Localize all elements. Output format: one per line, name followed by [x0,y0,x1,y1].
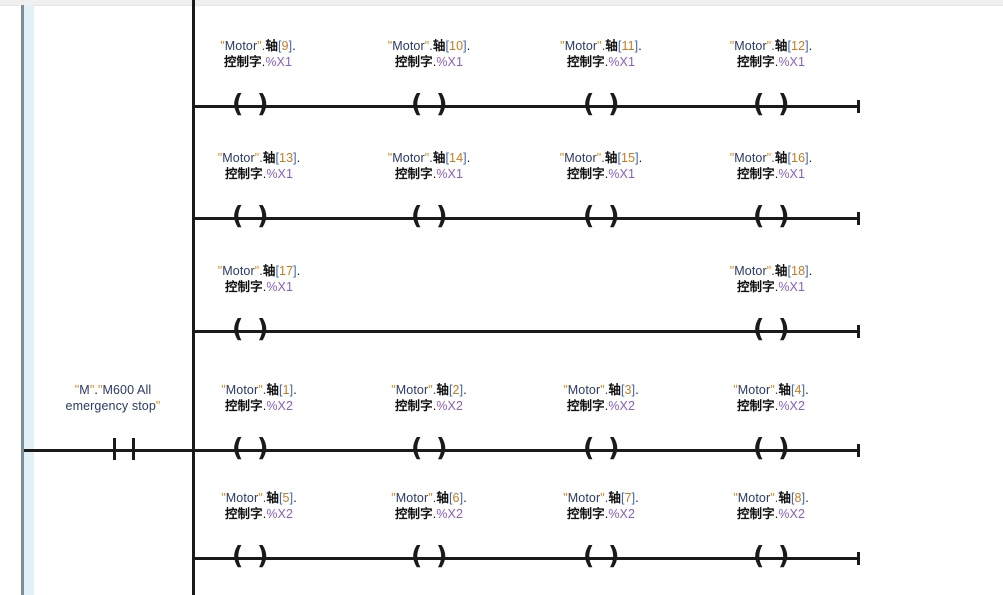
coil-motor-2[interactable]: ( ) [411,433,448,462]
branch-vertical-rail[interactable] [192,0,195,595]
coil-motor-13[interactable]: ( ) [232,201,269,230]
coil-paren-left: ( [232,89,244,118]
coil-paren-left: ( [232,314,244,343]
rung-5-wire[interactable] [192,557,860,560]
rung-4-endcap [857,444,860,457]
coil-paren-left: ( [232,433,244,462]
emergency-stop-label: "M"."M600 All emergency stop" [65,383,161,413]
coil-paren-right: ) [436,433,448,462]
coil-paren-left: ( [753,541,765,570]
coil-paren-left: ( [753,201,765,230]
coil-label-motor-5: "Motor".轴[5]. 控制字.%X2 [221,491,297,521]
rung-4-feed-wire[interactable] [24,449,194,452]
coil-label-motor-4: "Motor".轴[4]. 控制字.%X2 [733,383,809,413]
gutter-divider-line [21,5,24,595]
coil-label-motor-17: "Motor".轴[17]. 控制字.%X1 [217,264,301,294]
coil-label-motor-9: "Motor".轴[9]. 控制字.%X1 [220,39,296,69]
coil-motor-12[interactable]: ( ) [753,89,790,118]
gutter-edge [19,5,21,595]
coil-paren-right: ) [257,201,269,230]
coil-paren-left: ( [232,541,244,570]
rung-1-endcap [857,100,860,113]
coil-paren-left: ( [753,89,765,118]
coil-motor-10[interactable]: ( ) [411,89,448,118]
coil-motor-8[interactable]: ( ) [753,541,790,570]
coil-label-motor-7: "Motor".轴[7]. 控制字.%X2 [563,491,639,521]
coil-paren-right: ) [257,541,269,570]
coil-paren-right: ) [608,541,620,570]
coil-label-motor-12: "Motor".轴[12]. 控制字.%X1 [729,39,813,69]
coil-paren-right: ) [436,89,448,118]
coil-paren-left: ( [583,89,595,118]
contact-bar-right [132,438,135,460]
coil-paren-left: ( [411,433,423,462]
editor-top-strip [0,0,1003,6]
coil-paren-right: ) [436,201,448,230]
coil-motor-17[interactable]: ( ) [232,314,269,343]
emergency-stop-contact[interactable] [113,438,135,460]
rung-3-wire[interactable] [192,330,860,333]
coil-label-motor-13: "Motor".轴[13]. 控制字.%X1 [217,151,301,181]
coil-paren-left: ( [411,541,423,570]
coil-paren-left: ( [753,314,765,343]
coil-motor-3[interactable]: ( ) [583,433,620,462]
coil-motor-14[interactable]: ( ) [411,201,448,230]
coil-paren-right: ) [608,433,620,462]
coil-label-motor-16: "Motor".轴[16]. 控制字.%X1 [729,151,813,181]
coil-paren-left: ( [583,541,595,570]
contact-bar-left [113,438,116,460]
coil-label-motor-2: "Motor".轴[2]. 控制字.%X2 [391,383,467,413]
rung-3-endcap [857,325,860,338]
coil-label-motor-15: "Motor".轴[15]. 控制字.%X1 [559,151,643,181]
coil-label-motor-11: "Motor".轴[11]. 控制字.%X1 [560,39,642,69]
rung-5-endcap [857,552,860,565]
coil-paren-left: ( [232,201,244,230]
coil-paren-right: ) [778,314,790,343]
rung-1-wire[interactable] [192,105,860,108]
coil-motor-16[interactable]: ( ) [753,201,790,230]
coil-motor-5[interactable]: ( ) [232,541,269,570]
coil-paren-right: ) [608,89,620,118]
coil-paren-right: ) [778,201,790,230]
coil-paren-right: ) [608,201,620,230]
coil-label-motor-18: "Motor".轴[18]. 控制字.%X1 [729,264,813,294]
coil-motor-1[interactable]: ( ) [232,433,269,462]
rung-4-wire[interactable] [192,449,860,452]
coil-paren-right: ) [778,433,790,462]
coil-paren-right: ) [257,314,269,343]
coil-label-motor-1: "Motor".轴[1]. 控制字.%X2 [221,383,297,413]
coil-motor-4[interactable]: ( ) [753,433,790,462]
coil-label-motor-8: "Motor".轴[8]. 控制字.%X2 [733,491,809,521]
coil-label-motor-14: "Motor".轴[14]. 控制字.%X1 [387,151,471,181]
coil-motor-6[interactable]: ( ) [411,541,448,570]
coil-motor-15[interactable]: ( ) [583,201,620,230]
coil-label-motor-10: "Motor".轴[10]. 控制字.%X1 [387,39,471,69]
coil-paren-right: ) [778,89,790,118]
coil-paren-left: ( [583,433,595,462]
gutter-highlight-band[interactable] [24,5,34,595]
coil-motor-7[interactable]: ( ) [583,541,620,570]
coil-paren-right: ) [257,433,269,462]
coil-paren-left: ( [583,201,595,230]
coil-paren-right: ) [436,541,448,570]
coil-motor-9[interactable]: ( ) [232,89,269,118]
coil-motor-11[interactable]: ( ) [583,89,620,118]
coil-paren-right: ) [257,89,269,118]
rung-2-wire[interactable] [192,217,860,220]
coil-label-motor-6: "Motor".轴[6]. 控制字.%X2 [391,491,467,521]
rung-2-endcap [857,212,860,225]
coil-paren-left: ( [411,89,423,118]
coil-motor-18[interactable]: ( ) [753,314,790,343]
coil-paren-right: ) [778,541,790,570]
coil-label-motor-3: "Motor".轴[3]. 控制字.%X2 [563,383,639,413]
coil-paren-left: ( [411,201,423,230]
coil-paren-left: ( [753,433,765,462]
